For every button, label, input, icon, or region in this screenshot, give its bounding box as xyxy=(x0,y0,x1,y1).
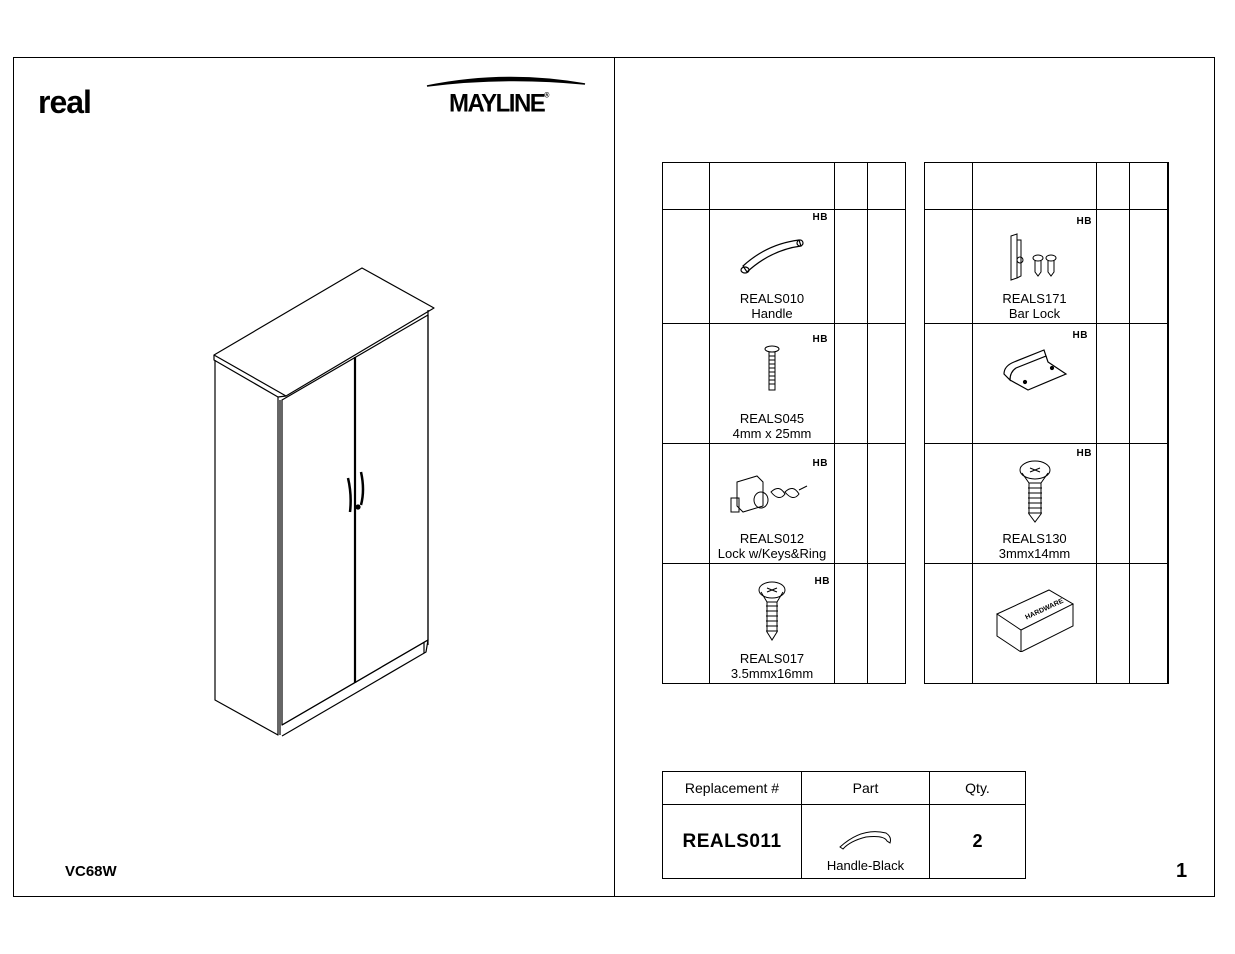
part-code: REALS012 xyxy=(739,531,805,546)
hb-tag: HB xyxy=(1072,330,1088,341)
table-row: HARDWARE xyxy=(924,563,1169,684)
table-row: HB REALS045 4mm x 25mm xyxy=(662,323,906,444)
bar-lock-icon xyxy=(1010,233,1056,281)
wood-screw-icon xyxy=(758,581,786,641)
table-row: HB REALS171 Bar Lock xyxy=(924,209,1169,324)
hb-tag: HB xyxy=(812,212,828,223)
mayline-text: MAYLINE xyxy=(449,89,546,118)
page-divider xyxy=(614,57,615,897)
registered-mark: ® xyxy=(544,92,549,100)
real-logo: real xyxy=(38,84,92,120)
mayline-swoosh-icon xyxy=(426,76,586,87)
mayline-wordmark: MAYLINE® xyxy=(449,89,549,118)
part-cell: HB REALS171 Bar Lock xyxy=(972,209,1097,324)
replacement-part-name: Handle-Black xyxy=(826,858,905,873)
handle-black-icon xyxy=(838,831,891,850)
cabinet-illustration xyxy=(213,267,435,737)
table-row: HB REALS130 3mmx14mm xyxy=(924,443,1169,564)
model-number: VC68W xyxy=(65,863,117,880)
part-description: 4mm x 25mm xyxy=(732,426,812,441)
table-row: REALS011 Handle-Black 2 xyxy=(662,804,1026,879)
hardware-table-left: HB REALS010 Handle HB REALS045 4mm x 25m… xyxy=(662,162,906,684)
page-number: 1 xyxy=(1176,860,1188,882)
part-code: REALS130 xyxy=(1002,531,1067,546)
header-qty: Qty. xyxy=(929,771,1026,805)
hb-tag: HB xyxy=(814,576,830,587)
part-description: 3mmx14mm xyxy=(998,546,1071,561)
part-cell: HB REALS130 3mmx14mm xyxy=(972,443,1097,564)
lock-with-keys-icon xyxy=(730,475,808,513)
header-cell xyxy=(1129,162,1169,210)
part-cell: HB REALS017 3.5mmx16mm xyxy=(709,563,835,684)
hardware-box-icon: HARDWARE xyxy=(995,589,1074,652)
part-cell: HB xyxy=(972,323,1097,444)
table-row: HB REALS010 Handle xyxy=(662,209,906,324)
replacement-qty: 2 xyxy=(972,831,983,851)
hb-tag: HB xyxy=(812,458,828,469)
part-cell: HB REALS012 Lock w/Keys&Ring xyxy=(709,443,835,564)
replacement-table: Replacement # Part Qty. REALS011 Handle-… xyxy=(662,771,1026,879)
bracket-icon xyxy=(1002,349,1067,391)
hb-tag: HB xyxy=(812,334,828,345)
header-cell xyxy=(924,162,973,210)
hb-tag: HB xyxy=(1076,216,1092,227)
header-cell xyxy=(1096,162,1130,210)
part-cell: HB REALS010 Handle xyxy=(709,209,835,324)
table-row: HB xyxy=(924,323,1169,444)
part-code: REALS045 xyxy=(739,411,805,426)
part-code: REALS171 xyxy=(1002,291,1067,306)
header-replacement: Replacement # xyxy=(662,771,802,805)
header-part: Part xyxy=(801,771,930,805)
part-description: Handle xyxy=(751,306,793,321)
header-cell xyxy=(867,162,906,210)
hardware-table-right: HB REALS171 Bar Lock HB HB REALS130 xyxy=(924,162,1169,684)
replacement-code: REALS011 xyxy=(682,830,782,852)
wood-screw-icon xyxy=(1019,460,1050,523)
header-cell xyxy=(834,162,868,210)
header-cell xyxy=(709,162,835,210)
handle-icon xyxy=(740,239,804,274)
part-description: 3.5mmx16mm xyxy=(730,666,814,681)
part-description: Bar Lock xyxy=(1008,306,1061,321)
mayline-logo: MAYLINE® xyxy=(425,74,590,122)
header-cell xyxy=(972,162,1097,210)
table-row: HB REALS017 3.5mmx16mm xyxy=(662,563,906,684)
part-description: Lock w/Keys&Ring xyxy=(717,546,827,561)
bolt-icon xyxy=(764,345,780,391)
table-row: HB REALS012 Lock w/Keys&Ring xyxy=(662,443,906,564)
part-cell: HB REALS045 4mm x 25mm xyxy=(709,323,835,444)
part-code: REALS017 xyxy=(739,651,805,666)
header-cell xyxy=(662,162,710,210)
hb-tag: HB xyxy=(1076,448,1092,459)
part-code: REALS010 xyxy=(739,291,805,306)
part-cell: HARDWARE xyxy=(972,563,1097,684)
